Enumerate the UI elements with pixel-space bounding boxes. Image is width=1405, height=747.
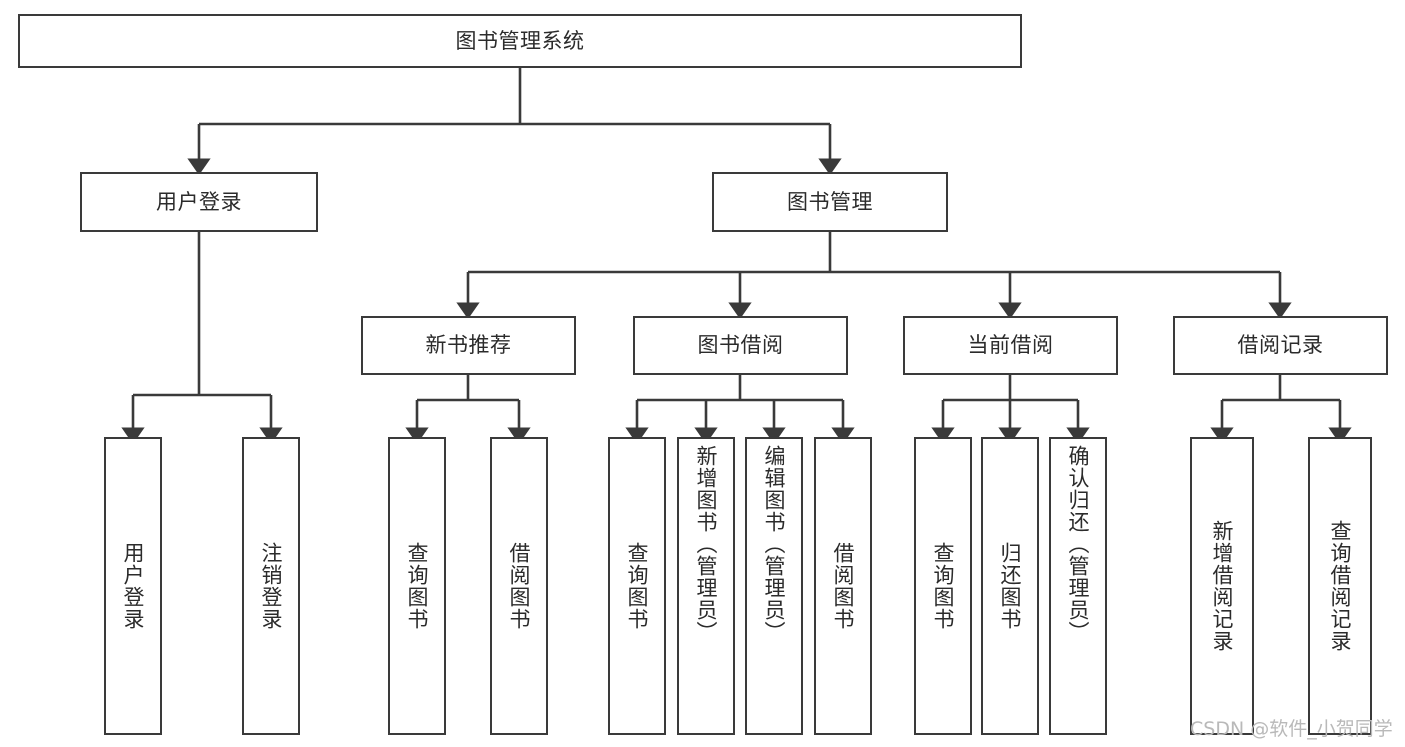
leaf-book-borrow-2-label: 编辑图书（管理员） [762, 445, 787, 643]
leaf-user-login-0[interactable]: 用户登录 [104, 437, 162, 735]
node-current-borrow[interactable]: 当前借阅 [903, 316, 1118, 375]
node-new-book-recommend[interactable]: 新书推荐 [361, 316, 576, 375]
node-book-borrow[interactable]: 图书借阅 [633, 316, 848, 375]
leaf-user-login-0-label: 用户登录 [121, 542, 146, 630]
node-book-borrow-label: 图书借阅 [697, 333, 784, 358]
leaf-user-login-1-label: 注销登录 [259, 542, 284, 630]
leaf-borrow-record-1[interactable]: 查询借阅记录 [1308, 437, 1372, 735]
node-borrow-record-label: 借阅记录 [1237, 333, 1324, 358]
leaf-book-borrow-0-label: 查询图书 [625, 542, 650, 630]
node-user-login-label: 用户登录 [156, 189, 242, 214]
node-root-label: 图书管理系统 [455, 28, 585, 53]
node-root[interactable]: 图书管理系统 [18, 14, 1022, 68]
leaf-current-borrow-0[interactable]: 查询图书 [914, 437, 972, 735]
node-borrow-record[interactable]: 借阅记录 [1173, 316, 1388, 375]
node-book-manage[interactable]: 图书管理 [712, 172, 948, 232]
node-current-borrow-label: 当前借阅 [967, 333, 1054, 358]
leaf-book-borrow-0[interactable]: 查询图书 [608, 437, 666, 735]
leaf-user-login-1[interactable]: 注销登录 [242, 437, 300, 735]
leaf-book-borrow-2[interactable]: 编辑图书（管理员） [745, 437, 803, 735]
leaf-new-book-recommend-0-label: 查询图书 [405, 542, 430, 630]
leaf-new-book-recommend-1[interactable]: 借阅图书 [490, 437, 548, 735]
leaf-current-borrow-1[interactable]: 归还图书 [981, 437, 1039, 735]
leaf-book-borrow-3[interactable]: 借阅图书 [814, 437, 872, 735]
node-user-login[interactable]: 用户登录 [80, 172, 318, 232]
leaf-current-borrow-2[interactable]: 确认归还（管理员） [1049, 437, 1107, 735]
leaf-book-borrow-1[interactable]: 新增图书（管理员） [677, 437, 735, 735]
leaf-new-book-recommend-1-label: 借阅图书 [507, 542, 532, 630]
leaf-current-borrow-1-label: 归还图书 [998, 542, 1023, 630]
leaf-book-borrow-1-label: 新增图书（管理员） [694, 445, 719, 643]
leaf-current-borrow-2-label: 确认归还（管理员） [1066, 445, 1091, 643]
node-book-manage-label: 图书管理 [787, 189, 873, 214]
node-new-book-recommend-label: 新书推荐 [425, 333, 512, 358]
leaf-borrow-record-1-label: 查询借阅记录 [1328, 520, 1353, 652]
leaf-current-borrow-0-label: 查询图书 [931, 542, 956, 630]
leaf-book-borrow-3-label: 借阅图书 [831, 542, 856, 630]
leaf-borrow-record-0[interactable]: 新增借阅记录 [1190, 437, 1254, 735]
leaf-new-book-recommend-0[interactable]: 查询图书 [388, 437, 446, 735]
csdn-watermark: CSDN @软件_小贺同学 [1190, 718, 1393, 740]
leaf-borrow-record-0-label: 新增借阅记录 [1210, 520, 1235, 652]
